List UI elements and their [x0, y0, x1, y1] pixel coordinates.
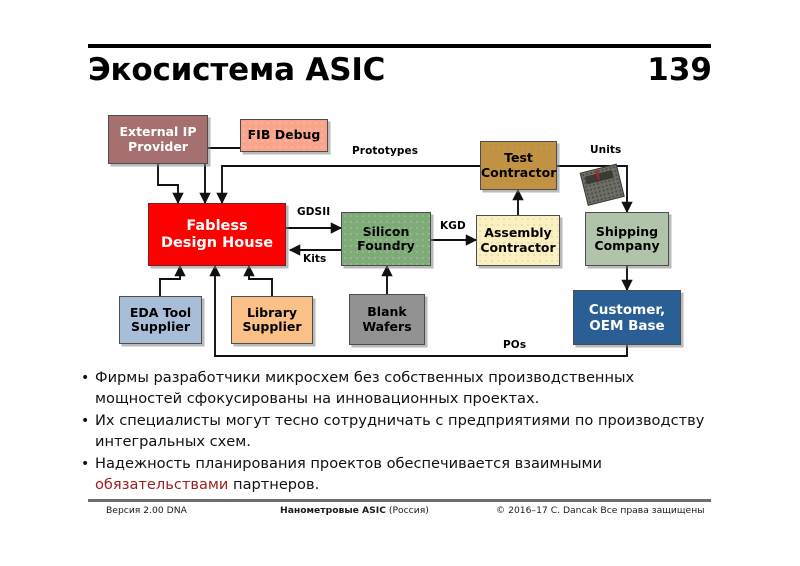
node-shipping-company[interactable]: Shipping Company — [585, 212, 669, 266]
bullet-text: Фирмы разработчики микросхем без собстве… — [95, 369, 635, 407]
edge-label-prototypes: Prototypes — [352, 145, 419, 157]
footer-copyright: © 2016–17 C. Dancak Все права защищены — [496, 505, 705, 516]
node-eda-tool-supplier-label: EDA Tool Supplier — [129, 304, 192, 334]
bullet-text: Их специалисты могут тесно сотрудничать … — [95, 412, 705, 450]
header-rule — [88, 44, 711, 48]
node-fib-debug-label: FIB Debug — [247, 127, 321, 143]
edge-label-kits: Kits — [303, 253, 327, 265]
integrated-circuit-chip-icon — [579, 163, 625, 206]
bullet-item: Фирмы разработчики микросхем без собстве… — [80, 368, 725, 409]
footer-rule — [88, 499, 711, 502]
node-blank-wafers-label: Blank Wafers — [362, 304, 412, 334]
footer: Версия 2.00 DNA Нанометровые ASIC (Росси… — [88, 505, 711, 523]
bullet-text-tail: партнеров. — [228, 475, 320, 493]
node-library-supplier-label: Library Supplier — [242, 304, 302, 334]
node-fabless-design-house-label: Fabless Design House — [160, 217, 274, 251]
node-silicon-foundry[interactable]: Silicon Foundry — [341, 212, 431, 266]
node-customer-oem-base-label: Customer, OEM Base — [588, 301, 666, 334]
footer-course-region: (Россия) — [385, 505, 429, 516]
node-shipping-company-label: Shipping Company — [594, 223, 660, 253]
node-library-supplier[interactable]: Library Supplier — [231, 296, 313, 344]
bullet-highlight: обязательствами — [95, 475, 229, 493]
page-number: 139 — [647, 52, 712, 88]
footer-course-bold: Нанометровые ASIC — [280, 505, 386, 516]
edge-label-kgd: KGD — [440, 220, 466, 232]
node-external-ip-provider-label: External IP Provider — [119, 124, 197, 154]
node-eda-tool-supplier[interactable]: EDA Tool Supplier — [119, 296, 202, 344]
node-assembly-contractor[interactable]: Assembly Contractor — [476, 215, 560, 266]
footer-version: Версия 2.00 DNA — [106, 505, 187, 516]
bullet-text: Надежность планирования проектов обеспеч… — [95, 455, 602, 472]
bullet-item: Их специалисты могут тесно сотрудничать … — [80, 411, 725, 452]
node-blank-wafers[interactable]: Blank Wafers — [349, 294, 425, 345]
node-test-contractor-label: Test Contractor — [481, 150, 557, 180]
edge-label-gdsii: GDSII — [297, 206, 331, 218]
bullet-list: Фирмы разработчики микросхем без собстве… — [80, 368, 725, 497]
node-test-contractor[interactable]: Test Contractor — [480, 141, 557, 190]
footer-course: Нанометровые ASIC (Россия) — [280, 505, 429, 516]
node-assembly-contractor-label: Assembly Contractor — [480, 225, 556, 255]
edge-label-pos: POs — [503, 339, 527, 351]
node-silicon-foundry-label: Silicon Foundry — [357, 223, 415, 253]
edge-label-units: Units — [590, 144, 622, 156]
node-fib-debug[interactable]: FIB Debug — [240, 119, 328, 152]
node-external-ip-provider[interactable]: External IP Provider — [108, 115, 208, 164]
page-title: Экосистема ASIC — [88, 52, 386, 88]
node-fabless-design-house[interactable]: Fabless Design House — [148, 203, 286, 266]
bullet-item: Надежность планирования проектов обеспеч… — [80, 454, 725, 495]
node-customer-oem-base[interactable]: Customer, OEM Base — [573, 290, 681, 345]
